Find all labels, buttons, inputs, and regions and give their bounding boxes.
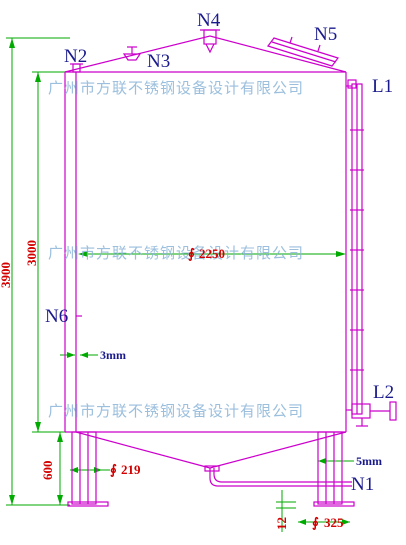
dim-wall-thickness: 3mm	[100, 348, 126, 362]
fittings	[70, 29, 397, 427]
label-l2: L2	[373, 382, 394, 403]
dim-shell-height: 3000	[24, 240, 39, 266]
nozzle-labels: N2 N3 N4 N5 N6 N1 L1 L2	[45, 10, 394, 495]
watermark-bottom: 广州市方联不锈钢设备设计有限公司	[48, 403, 304, 420]
label-n6: N6	[45, 306, 68, 327]
label-l1: L1	[372, 76, 393, 97]
dimension-labels: 3900 3000 600 ∮ 2250 3mm ∮ 219 5mm 12 ∮ …	[0, 240, 382, 531]
tank-body	[64, 35, 355, 507]
dim-diameter: 2250	[199, 246, 225, 261]
label-n1: N1	[351, 474, 374, 495]
phi-leg-symbol: ∮	[110, 462, 117, 478]
watermark-middle: 广州市方联不锈钢设备设计有限公司	[48, 245, 304, 262]
watermark-top: 广州市方联不锈钢设备设计有限公司	[48, 80, 304, 97]
label-n5: N5	[314, 24, 337, 45]
dim-leg-height: 600	[40, 461, 55, 481]
phi-diameter-symbol: ∮	[188, 246, 195, 262]
label-n2: N2	[64, 46, 87, 67]
dim-plate-thickness: 5mm	[356, 454, 382, 468]
dim-leg-pipe: 219	[121, 462, 141, 477]
phi-foot-symbol: ∮	[312, 515, 319, 531]
dim-foot-thickness: 12	[274, 517, 289, 530]
label-n4: N4	[197, 10, 221, 31]
label-n3: N3	[147, 51, 170, 72]
dim-total-height: 3900	[0, 262, 13, 288]
dim-foot-diameter: 325	[324, 515, 344, 530]
dimension-lines	[6, 37, 354, 532]
watermark: 广州市方联不锈钢设备设计有限公司 广州市方联不锈钢设备设计有限公司 广州市方联不…	[48, 80, 304, 420]
